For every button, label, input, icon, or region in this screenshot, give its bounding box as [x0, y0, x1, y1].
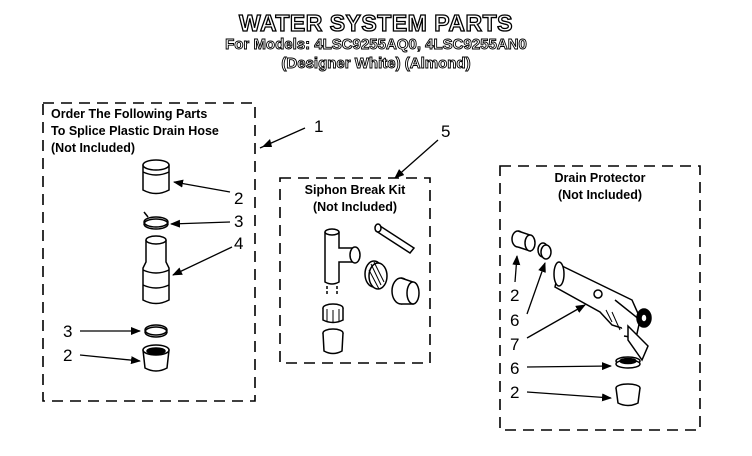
callout-5: 5: [441, 122, 451, 141]
drain-protector-body-part: [553, 261, 652, 362]
callout-splice-2-bottom: 2: [63, 346, 73, 365]
callout-drain-6-top: 6: [510, 311, 520, 330]
drain-heading-line-1: Drain Protector: [554, 171, 646, 185]
siphon-kit-box: [279, 177, 431, 364]
callout-splice-3-top: 3: [234, 212, 244, 231]
splice-heading-line-3: (Not Included): [51, 141, 136, 155]
callout-drain-6-bottom: 6: [510, 359, 520, 378]
siphon-washer-part: [322, 328, 344, 355]
siphon-ring-part: [364, 260, 388, 290]
drain-coupler-bottom-part: [615, 383, 641, 407]
drain-protector-box: [499, 165, 701, 431]
models-line: For Models: 4LSC9255AQ0, 4LSC9255AN0: [225, 36, 528, 54]
siphon-heading-line-2: (Not Included): [312, 200, 397, 214]
connector-part: [142, 235, 170, 305]
diagram-title: WATER SYSTEM PARTS: [238, 9, 513, 36]
drain-heading-line-2: (Not Included): [557, 188, 642, 202]
callout-drain-2-bottom: 2: [510, 383, 520, 402]
callout-drain-2-top: 2: [510, 286, 520, 305]
siphon-coupling-part: [391, 277, 420, 305]
splice-box-heading: Order The Following Parts To Splice Plas…: [51, 106, 219, 157]
coupler-top-part: [142, 159, 170, 195]
splice-heading-line-1: Order The Following Parts: [51, 107, 208, 121]
finish-line: (Designer White) (Almond): [281, 55, 471, 73]
callout-drain-7: 7: [510, 335, 520, 354]
drain-ring-top-part: [537, 242, 552, 260]
siphon-tube-part: [374, 223, 416, 254]
siphon-box-heading: Siphon Break Kit (Not Included): [280, 182, 430, 216]
drain-box-heading: Drain Protector (Not Included): [500, 170, 700, 204]
callout-splice-2-top: 2: [234, 189, 244, 208]
callout-splice-3-bottom: 3: [63, 322, 73, 341]
splice-parts-box: [42, 102, 256, 402]
siphon-heading-line-1: Siphon Break Kit: [304, 183, 406, 197]
splice-heading-line-2: To Splice Plastic Drain Hose: [51, 124, 219, 138]
clamp-bottom-part: [144, 324, 168, 338]
drain-coupler-top-part: [511, 230, 536, 253]
callout-1: 1: [314, 117, 324, 136]
drain-ring-bottom-part: [615, 356, 641, 369]
coupler-bottom-part: [142, 344, 170, 372]
siphon-tee-part: [324, 228, 361, 296]
callout-splice-4: 4: [234, 234, 244, 253]
siphon-nut-part: [322, 303, 344, 324]
clamp-top-part: [143, 211, 169, 230]
